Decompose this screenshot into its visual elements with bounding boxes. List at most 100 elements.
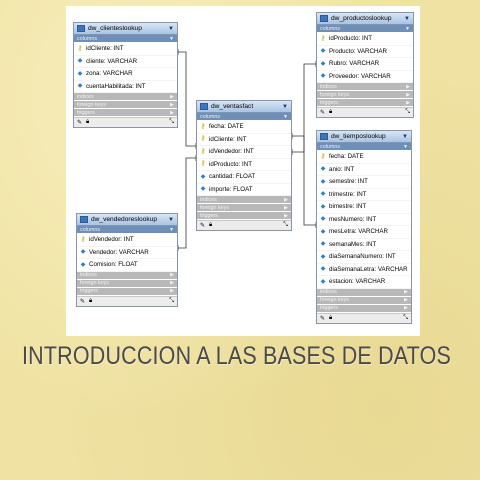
expand-arrow-icon[interactable]: ▶ [170, 101, 174, 108]
column-row[interactable]: ◆mesLetra: VARCHAR [317, 226, 411, 239]
resize-icon[interactable]: ⤡ [169, 119, 174, 125]
edit-icon[interactable]: ✎ [77, 120, 83, 126]
expand-arrow-icon[interactable]: ▶ [170, 272, 174, 278]
resize-icon[interactable]: ⤡ [169, 297, 174, 304]
table-tiempos[interactable]: dw_tiemposlookup ▼ columns▼ ⚷fecha: DATE… [316, 130, 412, 324]
column-icon: ◆ [77, 58, 83, 65]
expand-arrow-icon[interactable]: ▶ [406, 99, 410, 106]
column-row[interactable]: ⚷idVendedor: INT [197, 146, 291, 159]
expand-arrow-icon[interactable]: ▶ [170, 109, 174, 116]
triggers-section[interactable]: triggers▶ [74, 109, 177, 117]
resize-icon[interactable]: ⤡ [283, 222, 288, 228]
column-row[interactable]: ◆cantidad: FLOAT [197, 171, 291, 184]
table-header[interactable]: dw_vendedoreslookup ▼ [77, 214, 177, 226]
column-row[interactable]: ◆Comision: FLOAT [77, 259, 177, 272]
foreign-keys-section[interactable]: foreign keys▶ [77, 279, 177, 288]
expand-arrow-icon[interactable]: ▶ [170, 93, 174, 100]
indices-section[interactable]: indices▶ [317, 83, 413, 91]
expand-arrow-icon[interactable]: ▶ [284, 212, 288, 219]
column-row[interactable]: ◆semestre: INT [317, 176, 411, 189]
collapse-arrow-icon[interactable]: ▼ [403, 143, 408, 150]
expand-arrow-icon[interactable]: ▶ [284, 204, 288, 211]
expand-arrow-icon[interactable]: ▶ [404, 289, 408, 295]
table-header[interactable]: dw_tiemposlookup ▼ [317, 131, 411, 143]
collapse-icon[interactable]: ▼ [168, 25, 174, 32]
collapse-arrow-icon[interactable]: ▼ [405, 25, 410, 32]
column-row[interactable]: ⚷idCliente: INT [74, 43, 177, 56]
column-row[interactable]: ◆bimestre: INT [317, 201, 411, 214]
foreign-keys-section[interactable]: foreign keys▶ [74, 101, 177, 109]
indices-section[interactable]: indices▶ [77, 271, 177, 280]
columns-section[interactable]: columns▼ [197, 113, 291, 121]
collapse-arrow-icon[interactable]: ▼ [283, 113, 288, 120]
triggers-section[interactable]: triggers▶ [317, 99, 413, 107]
expand-arrow-icon[interactable]: ▶ [404, 305, 408, 311]
edit-icon[interactable]: ✎ [80, 298, 86, 305]
column-row[interactable]: ⚷fecha: DATE [317, 151, 411, 164]
column-row[interactable]: ⚷fecha: DATE [197, 121, 291, 134]
column-row[interactable]: ◆Proveedor: VARCHAR [317, 71, 413, 83]
column-row[interactable]: ◆diaSemanaNumero: INT [317, 251, 411, 264]
table-clientes[interactable]: dw_clienteslookup ▼ columns▼ ⚷idCliente:… [73, 22, 178, 128]
expand-arrow-icon[interactable]: ▶ [170, 280, 174, 286]
lock-icon[interactable]: 🔒︎ [86, 119, 90, 125]
columns-section[interactable]: columns▼ [77, 226, 177, 234]
indices-section[interactable]: indices▶ [74, 93, 177, 101]
table-header[interactable]: dw_productoslookup ▼ [317, 13, 413, 25]
collapse-arrow-icon[interactable]: ▼ [169, 226, 174, 233]
indices-section[interactable]: indices▶ [197, 196, 291, 204]
column-row[interactable]: ◆estacion: VARCHAR [317, 276, 411, 289]
column-row[interactable]: ◆cuentaHabilitada: INT [74, 81, 177, 93]
column-row[interactable]: ⚷idProducto: INT [197, 159, 291, 171]
edit-icon[interactable]: ✎ [320, 110, 326, 116]
foreign-keys-section[interactable]: foreign keys▶ [317, 296, 411, 305]
column-row[interactable]: ◆diaSemanaLetra: VARCHAR [317, 264, 411, 276]
column-row[interactable]: ◆Producto: VARCHAR [317, 46, 413, 58]
column-row[interactable]: ◆importe: FLOAT [197, 184, 291, 196]
foreign-keys-section[interactable]: foreign keys▶ [197, 204, 291, 212]
triggers-section[interactable]: triggers▶ [77, 287, 177, 296]
expand-arrow-icon[interactable]: ▶ [170, 288, 174, 294]
collapse-icon[interactable]: ▼ [282, 103, 288, 110]
expand-arrow-icon[interactable]: ▶ [284, 196, 288, 203]
triggers-section[interactable]: triggers▶ [197, 212, 291, 220]
collapse-icon[interactable]: ▼ [404, 15, 410, 22]
edit-icon[interactable]: ✎ [320, 315, 326, 322]
table-header[interactable]: dw_ventasfact ▼ [197, 101, 291, 113]
lock-icon[interactable]: 🔒︎ [329, 109, 333, 115]
resize-icon[interactable]: ⤡ [403, 314, 408, 321]
expand-arrow-icon[interactable]: ▶ [406, 83, 410, 90]
column-row[interactable]: ◆cliente: VARCHAR [74, 56, 177, 68]
table-header[interactable]: dw_clienteslookup ▼ [74, 23, 177, 35]
column-row[interactable]: ⚷idVendedor: INT [77, 234, 177, 247]
columns-section[interactable]: columns▼ [317, 25, 413, 33]
lock-icon[interactable]: 🔒︎ [209, 222, 213, 228]
table-ventas[interactable]: dw_ventasfact ▼ columns▼ ⚷fecha: DATE ⚷i… [196, 100, 292, 231]
triggers-section[interactable]: triggers▶ [317, 304, 411, 313]
column-row[interactable]: ◆mesNumero: INT [317, 214, 411, 226]
column-row[interactable]: ⚷idCliente: INT [197, 134, 291, 146]
lock-icon[interactable]: 🔒︎ [329, 314, 333, 321]
table-productos[interactable]: dw_productoslookup ▼ columns▼ ⚷idProduct… [316, 12, 414, 118]
indices-section[interactable]: indices▶ [317, 288, 411, 297]
collapse-icon[interactable]: ▼ [168, 216, 174, 223]
column-row[interactable]: ◆anio: INT [317, 164, 411, 176]
resize-icon[interactable]: ⤡ [405, 109, 410, 115]
columns-section[interactable]: columns▼ [74, 35, 177, 43]
column-row[interactable]: ◆semanaMes: INT [317, 239, 411, 251]
foreign-keys-section[interactable]: foreign keys▶ [317, 91, 413, 99]
columns-section[interactable]: columns▼ [317, 143, 411, 151]
column-row[interactable]: ◆Vendedor: VARCHAR [77, 247, 177, 259]
collapse-arrow-icon[interactable]: ▼ [169, 35, 174, 42]
table-name: dw_ventasfact [211, 103, 254, 110]
column-row[interactable]: ◆Rubro: VARCHAR [317, 58, 413, 71]
column-row[interactable]: ⚷idProducto: INT [317, 33, 413, 46]
lock-icon[interactable]: 🔒︎ [89, 297, 93, 304]
table-vendedores[interactable]: dw_vendedoreslookup ▼ columns▼ ⚷idVended… [76, 213, 178, 307]
expand-arrow-icon[interactable]: ▶ [404, 297, 408, 303]
expand-arrow-icon[interactable]: ▶ [406, 91, 410, 98]
edit-icon[interactable]: ✎ [200, 223, 206, 229]
collapse-icon[interactable]: ▼ [402, 133, 408, 140]
column-row[interactable]: ◆trimestre: INT [317, 189, 411, 201]
column-row[interactable]: ◆zona: VARCHAR [74, 68, 177, 81]
